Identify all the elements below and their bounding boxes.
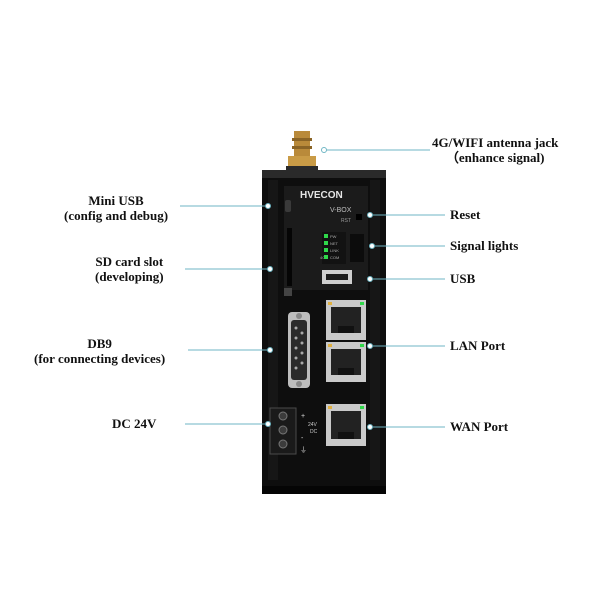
callout-lan-line1: LAN Port: [450, 338, 506, 353]
callout-mini-usb-line1: Mini USB: [88, 193, 144, 208]
device-logo: HVECON: [300, 190, 343, 201]
callout-antenna-line1: 4G/WIFI antenna jack: [432, 135, 559, 150]
power-mark-24v: 24V: [308, 422, 318, 428]
callout-dot-usb: [367, 276, 373, 282]
callout-dot-sd-card: [267, 266, 273, 272]
callout-wan-line1: WAN Port: [450, 419, 509, 434]
db9-connector: [288, 312, 310, 388]
callout-dot-signal: [369, 243, 375, 249]
led-label-com: COM: [330, 255, 339, 260]
callout-db9-line2: (for connecting devices): [34, 351, 166, 366]
callout-sd-card-line2: (developing): [95, 269, 164, 284]
wan-port: [326, 404, 366, 446]
callout-lines: [180, 147, 445, 430]
led-label-pw: PW: [330, 234, 337, 239]
mini-usb-port: [285, 200, 291, 212]
callout-mini-usb-line2: (config and debug): [64, 208, 169, 223]
led-prefix: 4G: [320, 255, 325, 260]
callout-dot-wan: [367, 424, 373, 430]
rst-label: RST: [341, 218, 351, 224]
callout-dot-mini-usb: [265, 203, 271, 209]
callout-db9: DB9 (for connecting devices): [34, 336, 165, 366]
callout-antenna: 4G/WIFI antenna jack （enhance signal): [432, 135, 558, 165]
power-mark-minus: -: [301, 435, 304, 442]
callout-sd-card-line1: SD card slot: [95, 254, 164, 269]
callout-signal-lights-line1: Signal lights: [450, 238, 519, 253]
callout-wan: WAN Port: [450, 419, 508, 434]
ground-symbol: ⏚: [300, 446, 307, 454]
power-mark-plus: +: [301, 413, 305, 420]
usb-port: [322, 270, 352, 284]
callout-dot-lan: [367, 343, 373, 349]
callout-db9-line1: DB9: [87, 336, 112, 351]
lan-port-1: [326, 300, 366, 340]
callout-usb: USB: [450, 271, 475, 286]
antenna-connector: [286, 131, 318, 172]
callout-reset: Reset: [450, 207, 480, 222]
callout-dot-antenna: [321, 147, 327, 153]
led-label-link: LINK: [330, 248, 339, 253]
power-mark-dc: DC: [310, 429, 318, 435]
callout-lan: LAN Port: [450, 338, 505, 353]
lan-port-2: [326, 342, 366, 382]
callout-signal-lights: Signal lights: [450, 238, 518, 253]
callout-antenna-line2: （enhance signal): [445, 150, 545, 165]
device-model: V-BOX: [330, 207, 352, 214]
led-label-net: NET: [330, 241, 339, 246]
callout-reset-line1: Reset: [450, 207, 481, 222]
power-terminal: + 24V DC - ⏚: [269, 407, 318, 455]
callout-dot-db9: [267, 347, 273, 353]
callout-dc-line1: DC 24V: [112, 416, 157, 431]
reset-hole: [356, 214, 362, 220]
callout-mini-usb: Mini USB (config and debug): [64, 193, 168, 223]
signal-leds: PW NET LINK COM 4G: [320, 232, 364, 264]
sd-card-slot: [287, 228, 292, 286]
callout-dot-dc: [265, 421, 271, 427]
callout-dot-reset: [367, 212, 373, 218]
callout-dc: DC 24V: [112, 416, 156, 431]
callout-sd-card: SD card slot (developing): [95, 254, 164, 284]
callout-usb-line1: USB: [450, 271, 476, 286]
top-panel: HVECON V-BOX RST PW NET LINK COM 4G: [284, 186, 368, 296]
